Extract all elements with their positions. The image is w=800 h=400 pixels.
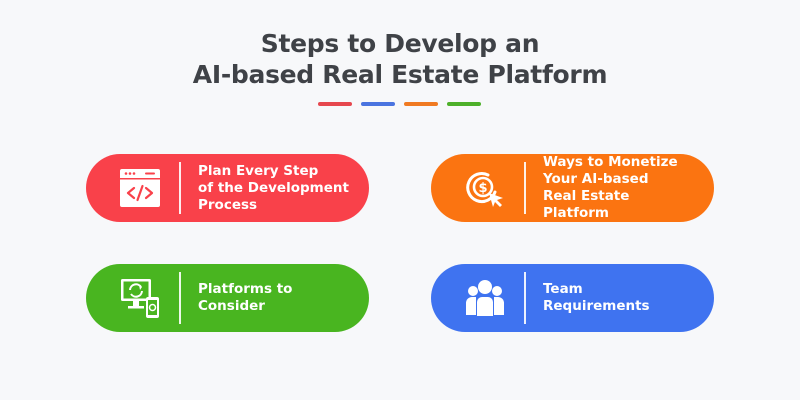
card-label: Platforms to Consider xyxy=(198,281,293,314)
divider xyxy=(524,272,526,324)
divider xyxy=(179,272,181,324)
card-plan-every-step: Plan Every Step of the Development Proce… xyxy=(86,154,369,222)
divider xyxy=(524,162,526,214)
card-ways-to-monetize: $ Ways to Monetize Your AI-based Real Es… xyxy=(431,154,714,222)
title-line-2: AI-based Real Estate Platform xyxy=(192,60,608,89)
page-title: Steps to Develop an AI-based Real Estate… xyxy=(0,28,800,90)
divider xyxy=(179,162,181,214)
card-label: Plan Every Step of the Development Proce… xyxy=(198,162,349,213)
svg-text:$: $ xyxy=(478,181,487,196)
accent-line-red xyxy=(318,102,352,106)
card-platforms-to-consider: Platforms to Consider xyxy=(86,264,369,332)
card-label: Team Requirements xyxy=(543,281,650,314)
card-label: Ways to Monetize Your AI-based Real Esta… xyxy=(543,154,678,221)
accent-line-blue xyxy=(361,102,395,106)
card-team-requirements: Team Requirements xyxy=(431,264,714,332)
accent-line-orange xyxy=(404,102,438,106)
devices-sync-icon xyxy=(119,277,161,319)
title-line-1: Steps to Develop an xyxy=(260,29,540,58)
code-window-icon xyxy=(119,167,161,209)
dollar-click-icon: $ xyxy=(464,167,506,209)
team-icon xyxy=(464,277,506,319)
accent-line-green xyxy=(447,102,481,106)
